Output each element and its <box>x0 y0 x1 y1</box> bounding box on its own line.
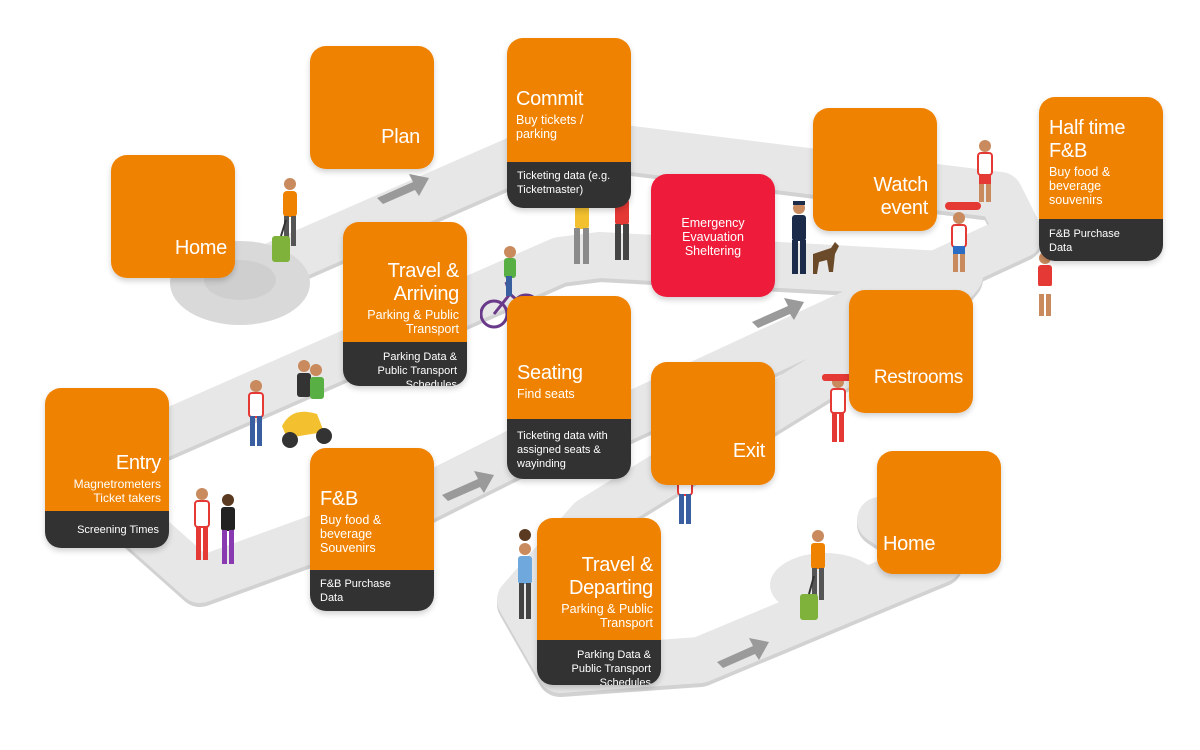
stage-title-line-1: Travel & <box>387 260 460 282</box>
stage-plan: Plan <box>310 46 434 169</box>
family-walking-icon <box>518 529 532 619</box>
stage-home-end: Home <box>877 451 1001 574</box>
stage-exit: Exit <box>651 362 775 485</box>
direction-arrow-icon <box>752 298 804 328</box>
stage-title: Plan <box>381 126 420 148</box>
stage-subtitle-line-2: Ticket takers <box>93 491 161 505</box>
stage-subtitle: Buy food & beverage Souvenirs <box>320 513 382 555</box>
stage-title: F&B <box>320 488 358 510</box>
stage-half-time-fb: Half time F&B Buy food & beverage souven… <box>1039 97 1163 261</box>
stage-subtitle: Buy food & beverage souvenirs <box>1049 165 1111 207</box>
stage-subtitle-line-1: Magnetrometers <box>73 477 161 491</box>
stage-title: Entry <box>115 452 161 474</box>
police-officer-with-dog-icon <box>792 201 839 274</box>
stage-title-line-1: Half time <box>1049 117 1126 139</box>
cheering-fans-icon <box>945 140 993 272</box>
stage-title: Restrooms <box>873 367 963 388</box>
stage-data-source: Ticketing data (e.g. Ticketmaster) <box>507 162 631 208</box>
stage-data-source: Ticketing data with assigned seats & way… <box>507 419 631 479</box>
stage-data-source: F&B Purchase Data <box>310 570 434 611</box>
stage-home-start: Home <box>111 155 235 278</box>
stage-subtitle: Parking & Public Transport <box>367 308 459 336</box>
stage-title: Commit <box>516 88 584 110</box>
stage-subtitle: Parking & Public Transport <box>561 602 653 630</box>
stage-title-line-2: F&B <box>1049 140 1087 162</box>
stage-data-source: F&B Purchase Data <box>1039 219 1163 261</box>
stage-travel-arriving: Travel & Arriving Parking & Public Trans… <box>343 222 467 386</box>
stage-title-line-2: Arriving <box>393 283 460 305</box>
stage-data-source: Parking Data & Public Transport Schedule… <box>537 640 661 685</box>
stage-title-line-2: Departing <box>568 577 653 599</box>
stage-travel-departing: Travel & Departing Parking & Public Tran… <box>537 518 661 685</box>
stage-watch-event: Watch event <box>813 108 937 231</box>
direction-arrow-icon <box>377 174 429 204</box>
fans-couple-icon <box>194 488 235 564</box>
stage-title-line-1: Watch <box>873 174 929 196</box>
stage-commit: Commit Buy tickets / parking Ticketing d… <box>507 38 631 208</box>
fan-icon <box>822 374 852 442</box>
stage-fb: F&B Buy food & beverage Souvenirs F&B Pu… <box>310 448 434 611</box>
traveler-with-suitcase-icon <box>800 530 825 620</box>
scooter-riders-icon <box>248 360 332 448</box>
direction-arrow-icon <box>442 471 494 501</box>
stage-emergency: Emergency Evavuation Sheltering <box>651 174 775 297</box>
stage-seating: Seating Find seats Ticketing data with a… <box>507 296 631 479</box>
stage-title: Home <box>883 533 936 555</box>
stage-entry: Entry Magnetrometers Ticket takers Scree… <box>45 388 169 548</box>
stage-title: Home <box>174 237 227 259</box>
stage-data-source: Screening Times <box>45 511 169 548</box>
stage-subtitle: Find seats <box>517 387 575 401</box>
stage-title: Seating <box>517 362 583 384</box>
stage-restrooms: Restrooms <box>849 290 973 413</box>
stage-title: Exit <box>732 440 765 462</box>
stage-title-line-1: Travel & <box>581 554 654 576</box>
stage-title: Emergency Evavuation Sheltering <box>681 216 745 258</box>
stage-title-line-2: event <box>880 197 929 219</box>
stage-subtitle: Buy tickets / parking <box>516 113 584 141</box>
traveler-with-suitcase-icon <box>272 178 297 262</box>
stage-data-source: Parking Data & Public Transport Schedule… <box>343 342 467 386</box>
direction-arrow-icon <box>717 638 769 668</box>
